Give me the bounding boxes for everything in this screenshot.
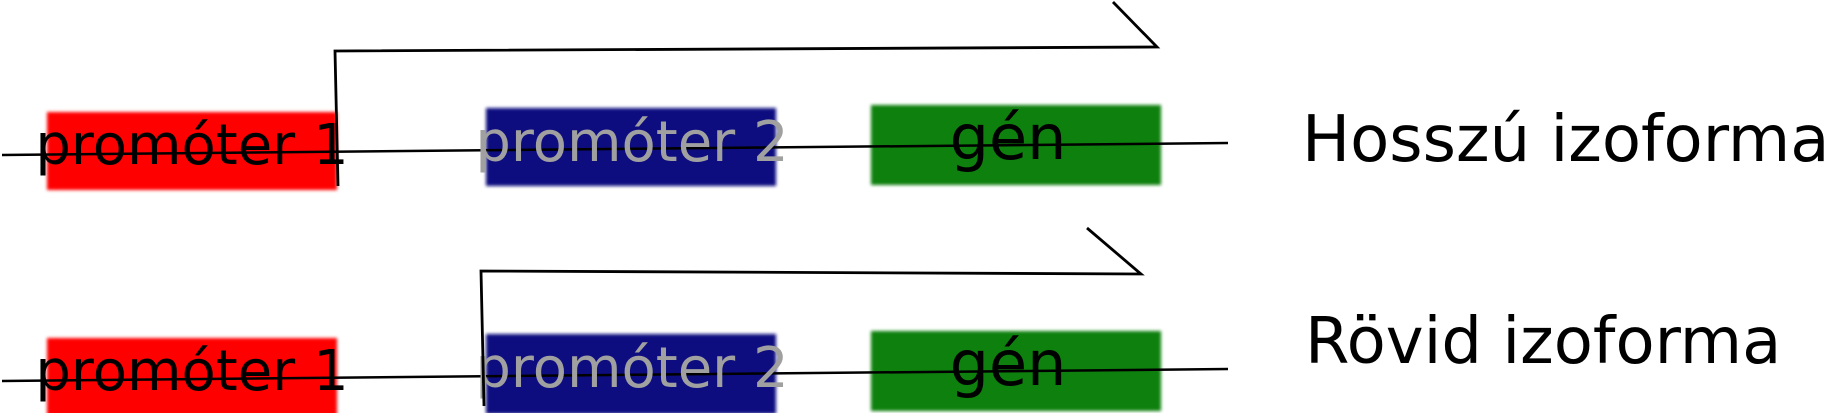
dna-line	[1, 141, 1229, 157]
promoter-2-label: promóter 2	[475, 110, 788, 175]
gene-label: gén	[950, 327, 1067, 400]
isoform-label: Rövid izoforma	[1305, 305, 1781, 379]
transcription-arrow	[333, 1, 1161, 187]
row-long-isoform: promóter 1 promóter 2 gén Hosszú izoform…	[1, 1, 1829, 190]
promoter-1-label: promóter 1	[35, 339, 348, 404]
isoform-label: Hosszú izoforma	[1302, 103, 1829, 177]
promoter-2-label: promóter 2	[475, 336, 788, 401]
dna-line	[1, 367, 1229, 383]
transcription-arrow	[479, 226, 1145, 407]
row-short-isoform: promóter 1 promóter 2 gén Rövid izoforma	[1, 226, 1781, 413]
gene-label: gén	[950, 101, 1067, 174]
promoter-1-label: promóter 1	[35, 113, 348, 178]
promoter-1-box	[47, 338, 337, 413]
